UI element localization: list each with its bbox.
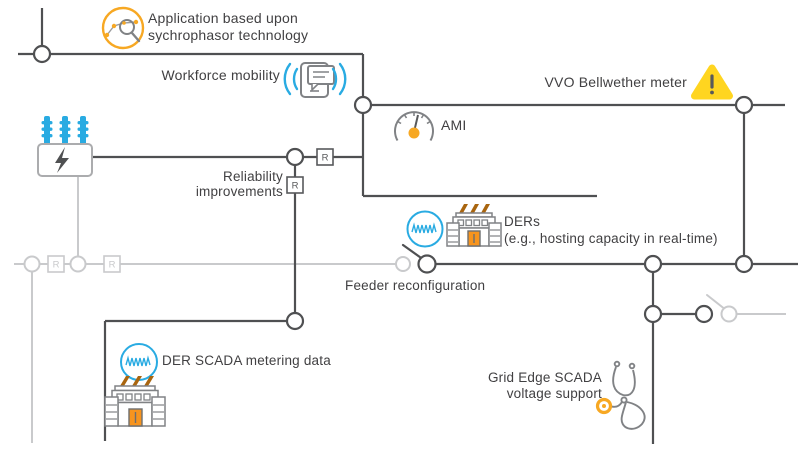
label-line: Application based upon [148, 10, 298, 26]
label-der-scada-metering: DER SCADA metering data [162, 353, 362, 369]
bushings [41, 116, 89, 146]
factory-icon [446, 204, 502, 247]
node [285, 311, 305, 331]
label-application-synchrophasor: Application based upon sychrophasor tech… [148, 10, 318, 44]
label-grid-edge-scada: Grid Edge SCADA voltage support [472, 370, 602, 401]
signal-wave-icon [292, 67, 299, 91]
label-line: voltage support [506, 385, 602, 401]
signal-wave-icon [338, 62, 347, 96]
label-ami: AMI [441, 117, 467, 133]
label-vvo-bellwether-meter: VVO Bellwether meter [535, 74, 687, 90]
synchrophasor-magnifier-icon [101, 6, 145, 50]
label-line: Reliability [223, 169, 283, 184]
label-line: DERs [504, 214, 541, 229]
node [734, 254, 754, 274]
factory-icon [104, 376, 166, 427]
node [734, 95, 754, 115]
solar-panels [459, 204, 490, 213]
recloser-box-gray: R [47, 255, 65, 273]
node [285, 147, 305, 167]
label-line: sychrophasor technology [148, 27, 309, 43]
recloser-letter: R [53, 260, 60, 271]
factory-windows [457, 219, 489, 227]
label-workforce-mobility: Workforce mobility [120, 67, 280, 83]
stethoscope-icon [595, 360, 646, 430]
label-line: improvements [195, 183, 283, 199]
feeder-nodes [32, 44, 754, 331]
recloser-letter: R [292, 181, 299, 192]
switch-pivot-gray [720, 305, 738, 323]
label-reliability-improvements: Reliability improvements [163, 169, 283, 199]
recloser-boxes: R R R R [47, 148, 334, 273]
switch-pivot-node [417, 254, 437, 274]
signal-wave-icon [283, 62, 292, 96]
label-line: VVO Bellwether meter [544, 74, 687, 90]
recloser-letter: R [322, 153, 329, 164]
gray-feeder-nodes [23, 255, 738, 323]
mobile-device-signal-icon [283, 62, 347, 98]
node [643, 254, 663, 274]
coil-circle-icon [120, 343, 158, 381]
recloser-box-gray: R [103, 255, 121, 273]
node [32, 44, 52, 64]
warning-triangle-icon [691, 64, 733, 100]
open-switch-blade-gray [706, 294, 727, 311]
label-line: AMI [441, 117, 467, 133]
label-line: Workforce mobility [161, 67, 280, 83]
node [694, 304, 714, 324]
recloser-letter: R [109, 260, 116, 271]
recloser-box: R [286, 176, 304, 194]
node-gray [23, 255, 41, 273]
label-line: Grid Edge SCADA [487, 370, 602, 385]
coil-circle-icon [406, 210, 444, 248]
gauge-meter-icon [394, 111, 434, 141]
label-ders: DERs (e.g., hosting capacity in real-tim… [504, 213, 734, 247]
open-contact-gray [395, 256, 411, 272]
transformer-icon [37, 116, 93, 177]
recloser-box: R [316, 148, 334, 166]
lightning-bolt-icon [55, 147, 69, 173]
solar-panels [120, 376, 154, 386]
label-line: (e.g., hosting capacity in real-time) [504, 231, 718, 246]
node [643, 304, 663, 324]
node-gray [69, 255, 87, 273]
label-line: DER SCADA metering data [162, 353, 331, 368]
node [353, 95, 373, 115]
dark-feeder-lines [18, 8, 798, 444]
signal-wave-icon [331, 67, 338, 91]
label-feeder-reconfiguration: Feeder reconfiguration [345, 278, 505, 294]
label-line: Feeder reconfiguration [345, 278, 486, 293]
